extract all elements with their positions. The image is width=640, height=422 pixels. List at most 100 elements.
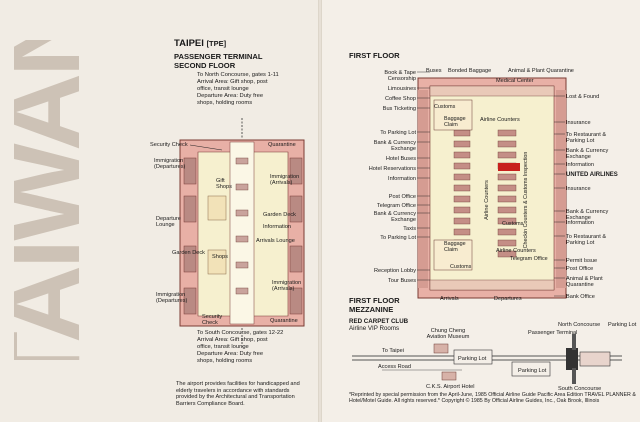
checkin-counter xyxy=(453,184,471,192)
label-garden-deck: Garden Deck xyxy=(172,250,205,256)
accessibility-footnote: The airport provides facilities for hand… xyxy=(176,381,300,407)
label-right-5: UNITED AIRLINES xyxy=(566,172,618,178)
checkin-counter xyxy=(453,206,471,214)
label-left-4: To Parking Lot xyxy=(380,130,416,136)
book-spine xyxy=(318,0,322,422)
room-block xyxy=(289,245,303,273)
museum-building xyxy=(433,343,449,354)
label-left-1: Limousines xyxy=(388,86,416,92)
label-left-9: Post Office xyxy=(389,194,416,200)
terminal-building xyxy=(566,348,578,370)
label-passenger-terminal: Passenger Terminal xyxy=(528,330,577,336)
room-block xyxy=(183,157,197,185)
label-buses: Buses xyxy=(426,68,442,74)
label-right-8: Information xyxy=(566,220,594,226)
label-right-2: To Restaurant &Parking Lot xyxy=(566,132,606,144)
label-security-check: Security Check xyxy=(150,142,188,148)
concourse-note-line: office, transit lounge xyxy=(197,86,249,92)
label-right-10: Permit Issue xyxy=(566,258,597,264)
checkin-counter xyxy=(497,151,517,159)
checkin-counter xyxy=(453,173,471,181)
terminal-title: PASSENGER TERMINAL xyxy=(174,52,263,61)
label-customs: Customs xyxy=(502,221,524,227)
label-left-8: Information xyxy=(388,176,416,182)
vip-rooms: Airline VIP Rooms xyxy=(349,325,400,332)
first-floor-title: FIRST FLOOR xyxy=(349,51,400,60)
escalator xyxy=(235,261,249,269)
mezzanine-title: FIRST FLOOR MEZZANINE xyxy=(349,296,400,314)
iata-code: [TPE] xyxy=(206,39,227,48)
right-wing xyxy=(556,90,566,288)
checkin-counter xyxy=(453,129,471,137)
label-parking-lot: Parking Lot xyxy=(518,368,547,374)
concourse-note-line: shops, holding rooms xyxy=(197,100,253,106)
label-customs: Customs xyxy=(434,104,456,110)
label-animal-plant-quarantine: Animal & Plant Quarantine xyxy=(508,68,574,74)
left-wing xyxy=(418,90,428,288)
label-left-10: Telegram Office xyxy=(377,203,416,209)
label-shops: Shops xyxy=(212,254,228,260)
checkin-counter xyxy=(453,228,471,236)
reprint-credit: *Reprinted by special permission from th… xyxy=(349,392,636,405)
room-block xyxy=(183,287,197,315)
label-right-1: Insurance xyxy=(566,120,591,126)
left-page: TAIWAN TAIPEI [TPE] PASSENGER TERMINAL S… xyxy=(14,38,305,407)
svg-text:TAIWAN: TAIWAN xyxy=(14,40,102,360)
label-left-3: Bus Ticketing xyxy=(383,106,416,112)
label-arrivals-lounge: Arrivals Lounge xyxy=(256,238,295,244)
label-right-11: Post Office xyxy=(566,266,593,272)
label-cks-hotel: C.K.S. Airport Hotel xyxy=(426,384,475,390)
concourse-note-line: To South Concourse, gates 12-22 xyxy=(197,330,284,336)
checkin-counter xyxy=(497,129,517,137)
label-arrivals: Arrivals xyxy=(440,296,459,302)
label-immigration-departures: Immigration(Departures) xyxy=(156,292,188,304)
label-right-0: Lost & Found xyxy=(566,94,599,100)
concourse-note-line: office, transit lounge xyxy=(197,344,249,350)
hotel-building xyxy=(441,371,457,381)
floor-title: SECOND FLOOR xyxy=(174,61,236,70)
label-immigration-arrivals: Immigration(Arrivals) xyxy=(270,174,299,186)
checkin-counter xyxy=(497,250,517,258)
checkin-counter xyxy=(497,206,517,214)
country-title: TAIWAN xyxy=(14,40,102,360)
label-departures: Departures xyxy=(494,296,522,302)
label-right-9: To Restaurant &Parking Lot xyxy=(566,234,606,246)
label-immigration-arrivals: Immigration(Arrivals) xyxy=(272,280,301,292)
shop-block xyxy=(207,195,227,221)
checkin-counter xyxy=(497,173,517,181)
label-left-12: Taxis xyxy=(403,226,416,232)
north-concourse xyxy=(572,334,576,350)
room-block xyxy=(289,195,303,223)
checkin-counter xyxy=(453,151,471,159)
escalator xyxy=(235,287,249,295)
top-band xyxy=(429,85,555,97)
label-information: Information xyxy=(263,224,291,230)
label-quarantine: Quarantine xyxy=(270,318,298,324)
city-title: TAIPEI [TPE] xyxy=(174,39,227,49)
concourse-note-line: shops, holding rooms xyxy=(197,358,253,364)
checkin-counter xyxy=(497,195,517,203)
checkin-counter xyxy=(497,184,517,192)
checkin-counter xyxy=(497,140,517,148)
label-pointer xyxy=(189,144,223,151)
label-right-6: Insurance xyxy=(566,186,591,192)
parking-lot xyxy=(453,349,493,365)
concourse-note-line: Departure Area: Duty free xyxy=(197,351,264,357)
concourse-note-line: To North Concourse, gates 1-11 xyxy=(197,72,279,78)
shop-block xyxy=(207,249,227,275)
label-left-14: Reception Lobby xyxy=(374,268,416,274)
checkin-counter xyxy=(453,195,471,203)
label-left-15: Tour Buses xyxy=(388,278,416,284)
bottom-band xyxy=(429,279,555,291)
